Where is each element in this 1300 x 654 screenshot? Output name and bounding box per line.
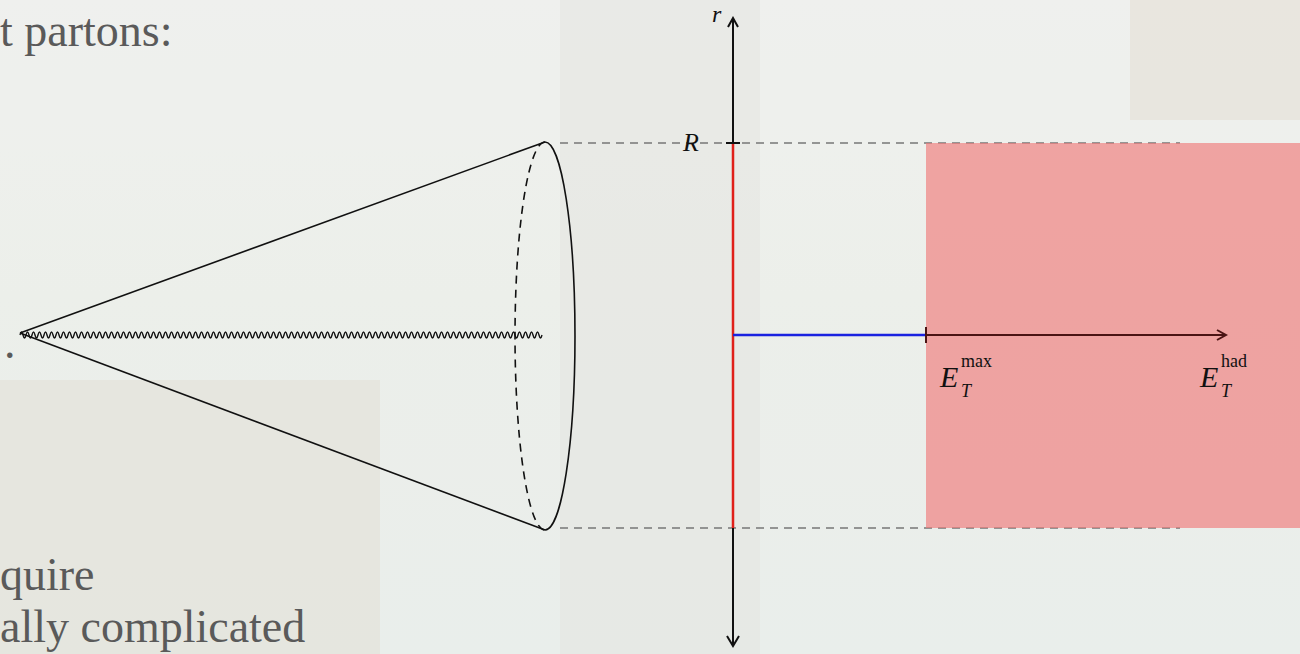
axis-label: r <box>712 2 721 26</box>
axis-label: E <box>1200 362 1218 392</box>
slide-text: t partons: <box>0 8 172 54</box>
background-building <box>1130 0 1300 120</box>
cone <box>20 142 575 530</box>
slide-text: quire <box>0 552 95 598</box>
axis-tick-label: R <box>683 130 699 156</box>
axis-label-subscript: T <box>1221 382 1231 400</box>
photon-line <box>20 332 542 338</box>
slide-text: . <box>4 320 16 366</box>
r-axis <box>732 18 734 645</box>
excluded-region <box>926 143 1300 528</box>
r-axis-arrow <box>727 636 739 646</box>
axis-label: E <box>940 362 958 392</box>
allowed-range <box>733 334 926 337</box>
e-axis <box>926 334 1226 336</box>
axis-label-superscript: had <box>1221 352 1247 370</box>
slide-text: ally complicated <box>0 604 305 650</box>
axis-label-superscript: max <box>961 352 992 370</box>
background-bridge <box>560 0 760 654</box>
r-tick <box>726 142 740 144</box>
background-roof <box>0 380 380 654</box>
axis-label-subscript: T <box>961 382 971 400</box>
